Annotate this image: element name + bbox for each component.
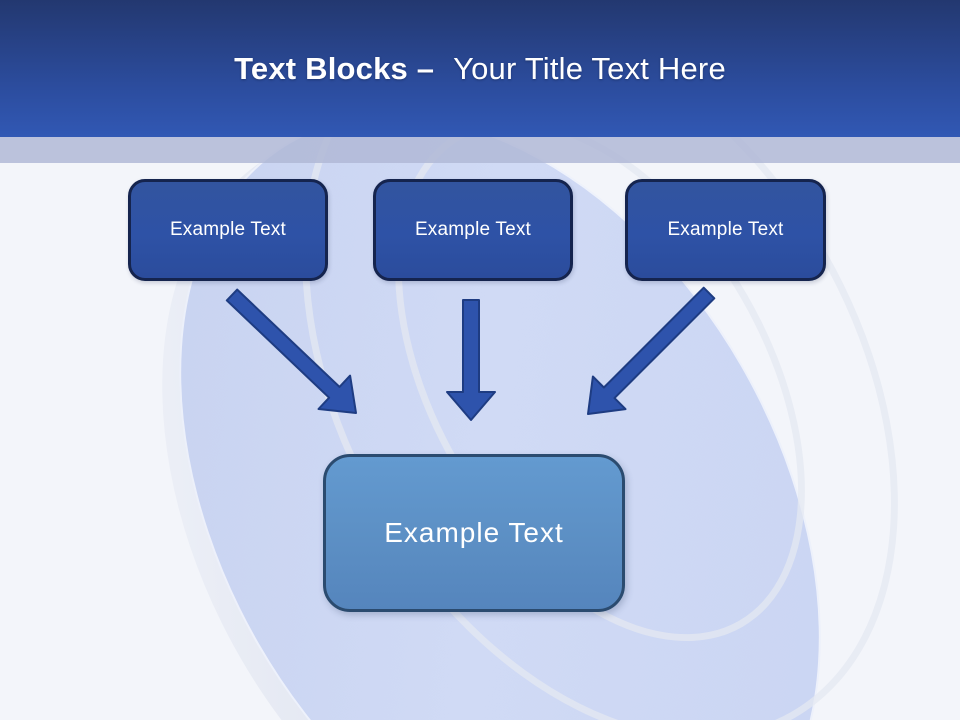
source-box-2-label: Example Text (414, 219, 532, 240)
source-box-3: Example Text (625, 179, 826, 281)
source-box-1-label: Example Text (169, 219, 287, 240)
accent-stripe (0, 137, 960, 163)
source-box-3-label: Example Text (667, 219, 784, 240)
source-box-2: Example Text (373, 179, 573, 281)
page-title: Text Blocks – Your Title Text Here (234, 51, 726, 87)
page-title-bold: Text Blocks – (234, 50, 435, 86)
target-box-label: Example Text (384, 517, 564, 548)
page-title-regular: Your Title Text Here (453, 50, 726, 86)
title-bar: Text Blocks – Your Title Text Here (0, 0, 960, 137)
source-box-1: Example Text (128, 179, 328, 281)
target-box: Example Text (323, 454, 625, 612)
